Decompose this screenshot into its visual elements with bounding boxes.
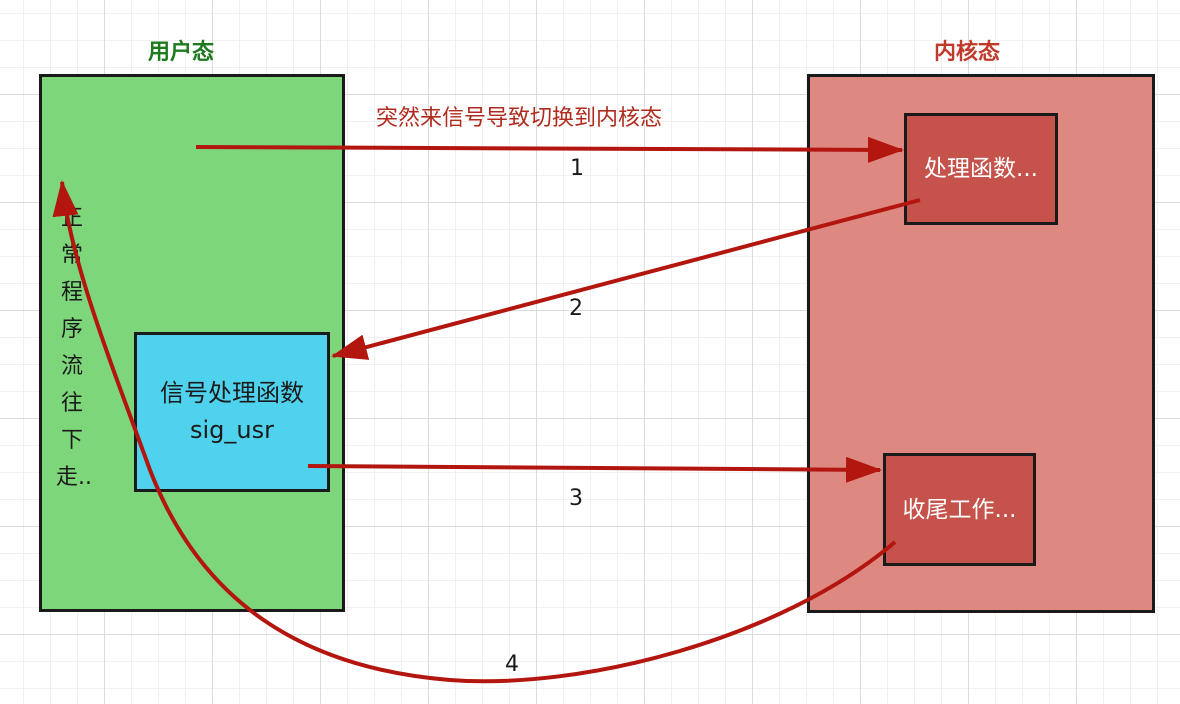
step-label-4: 4 [505,652,519,677]
arrow-3-to-kernel-cleanup [307,456,882,483]
arrow-1-to-kernel-handler [195,136,904,163]
user-mode-title: 用户态 [148,40,215,65]
kernel-cleanup-box: 收尾工作... [883,453,1036,566]
normal-flow-label: 正常程序流往下走.. [56,206,92,490]
signal-handler-label: 信号处理函数sig_usr [160,379,304,444]
step-label-2: 2 [569,296,583,321]
kernel-cleanup-label: 收尾工作... [902,496,1017,523]
switch-caption: 突然来信号导致切换到内核态 [376,106,663,131]
kernel-handler-label: 处理函数... [924,156,1038,182]
step-label-3: 3 [569,486,583,511]
arrow-2-to-signal-handler [331,198,921,360]
signal-handler-box: 信号处理函数sig_usr [134,332,330,492]
arrow-4-return-to-user [52,180,897,684]
step-label-1: 1 [570,156,584,181]
kernel-handler-box: 处理函数... [904,113,1058,225]
kernel-mode-title: 内核态 [934,40,1001,65]
